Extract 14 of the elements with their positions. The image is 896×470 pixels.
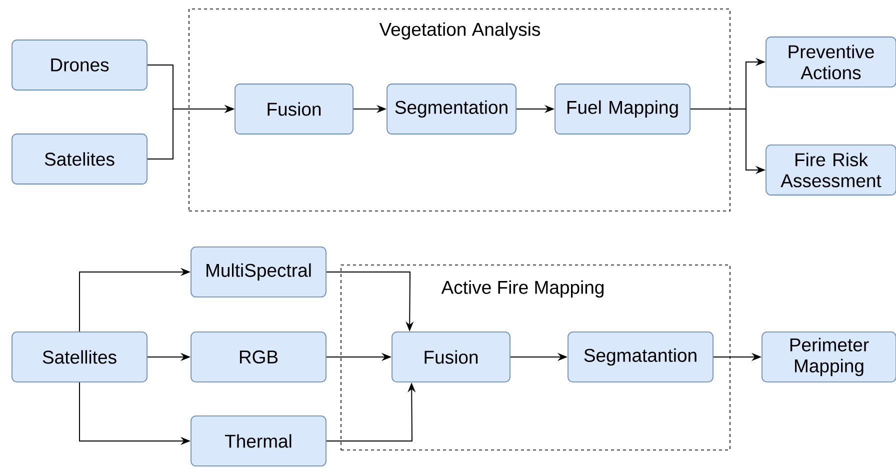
process-box: Segmentation	[386, 84, 516, 134]
process-box: MultiSpectral	[190, 246, 326, 298]
process-box: Fusion	[234, 84, 354, 134]
process-box: Fire Risk Assessment	[766, 144, 896, 196]
process-box: Fuel Mapping	[554, 84, 690, 134]
process-box: Perimeter Mapping	[762, 332, 896, 382]
process-box: Segmatantion	[568, 332, 714, 382]
process-box: Satelites	[12, 134, 148, 184]
process-box: Fusion	[392, 332, 510, 382]
process-box: Satellites	[12, 332, 148, 382]
process-box: Thermal	[190, 416, 326, 466]
process-box: Drones	[12, 40, 148, 90]
process-box: Preventive Actions	[766, 36, 896, 88]
process-box: RGB	[190, 332, 326, 382]
